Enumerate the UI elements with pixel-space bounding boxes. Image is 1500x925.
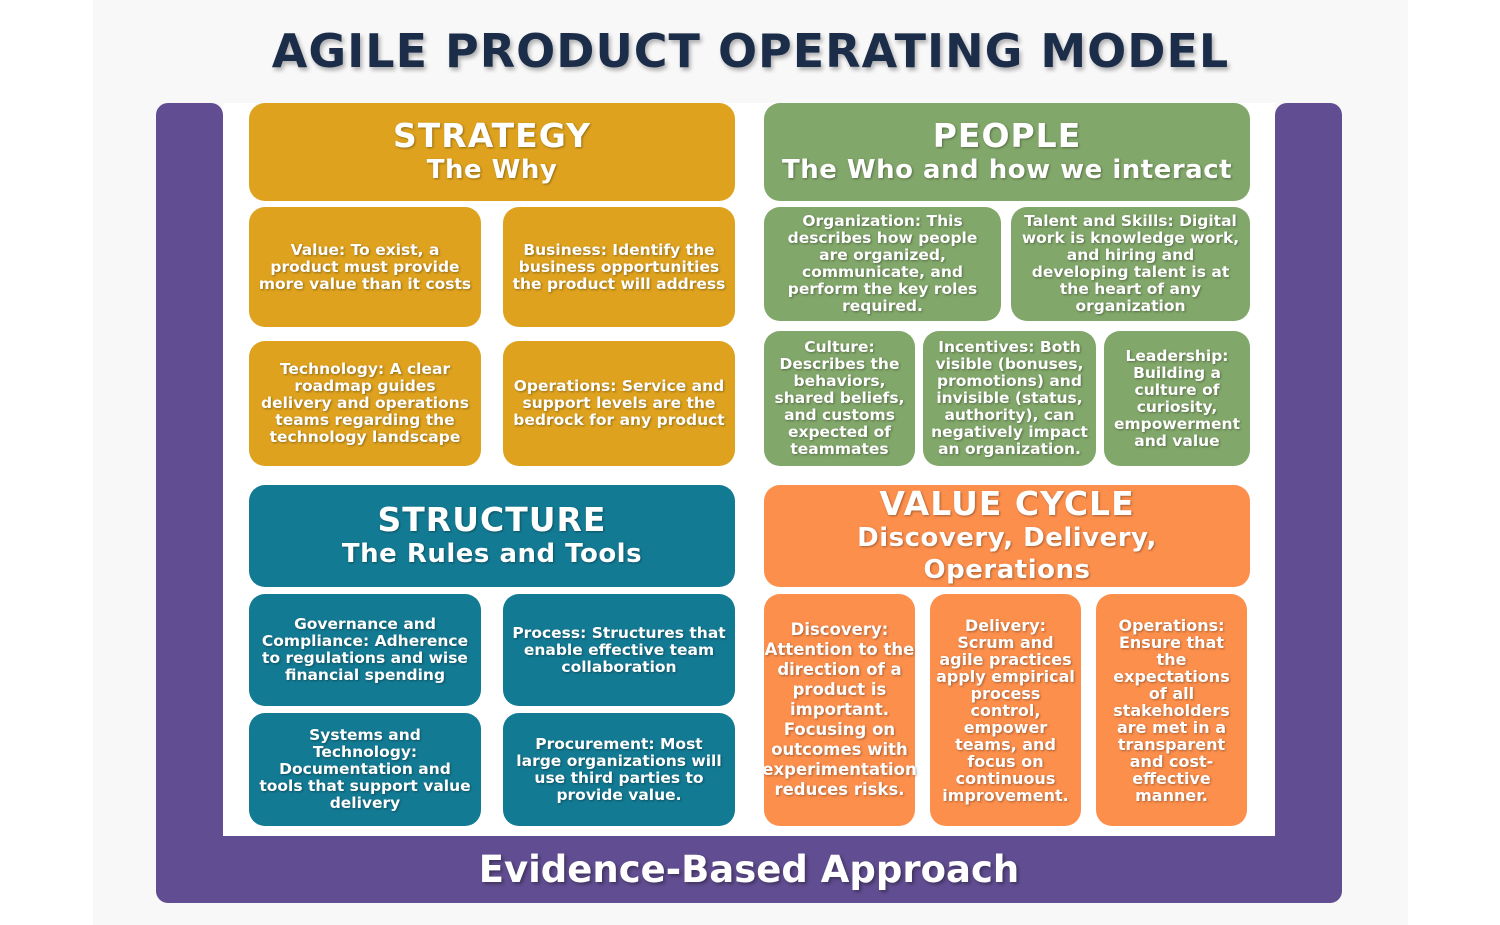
people-header: PEOPLE The Who and how we interact xyxy=(764,103,1250,201)
structure-subtitle: The Rules and Tools xyxy=(341,539,643,569)
strategy-card-technology: Technology: A clear roadmap guides deliv… xyxy=(249,341,481,466)
value-cycle-subtitle: Discovery, Delivery, Operations xyxy=(857,523,1157,585)
value-cycle-card-delivery-text: Delivery: Scrum and agile practices appl… xyxy=(936,615,1075,805)
value-cycle-title: VALUE CYCLE xyxy=(879,484,1135,523)
strategy-title: STRATEGY xyxy=(393,116,591,155)
value-cycle-card-operations: Operations: Ensure that the expectations… xyxy=(1096,594,1247,826)
structure-card-procurement-text: Procurement: Most large organizations wi… xyxy=(516,734,722,804)
evidence-frame-left xyxy=(156,103,223,903)
people-card-leadership: Leadership: Building a culture of curios… xyxy=(1104,331,1250,466)
strategy-card-value-text: Value: To exist, a product must provide … xyxy=(258,240,472,293)
strategy-card-operations: Operations: Service and support levels a… xyxy=(503,341,735,466)
people-card-organization: Organization: This describes how people … xyxy=(764,207,1001,321)
people-card-organization-text: Organization: This describes how people … xyxy=(787,212,978,315)
evidence-frame-right xyxy=(1275,103,1342,903)
value-cycle-card-delivery: Delivery: Scrum and agile practices appl… xyxy=(930,594,1081,826)
strategy-card-technology-text: Technology: A clear roadmap guides deliv… xyxy=(261,360,469,446)
page-title: AGILE PRODUCT OPERATING MODEL xyxy=(271,24,1230,78)
value-cycle-header: VALUE CYCLE Discovery, Delivery, Operati… xyxy=(764,485,1250,587)
people-card-talent: Talent and Skills: Digital work is knowl… xyxy=(1011,207,1250,321)
structure-header: STRUCTURE The Rules and Tools xyxy=(249,485,735,587)
structure-card-process-text: Process: Structures that enable effectiv… xyxy=(512,623,726,676)
strategy-card-operations-text: Operations: Service and support levels a… xyxy=(513,377,725,429)
structure-card-procurement: Procurement: Most large organizations wi… xyxy=(503,713,735,826)
people-card-culture: Culture: Describes the behaviors, shared… xyxy=(764,331,915,466)
people-card-leadership-text: Leadership: Building a culture of curios… xyxy=(1114,346,1240,450)
people-subtitle: The Who and how we interact xyxy=(781,155,1233,185)
strategy-subtitle: The Why xyxy=(426,155,558,185)
people-title: PEOPLE xyxy=(932,116,1082,155)
structure-card-systems-text: Systems and Technology: Documentation an… xyxy=(259,726,471,812)
structure-card-governance: Governance and Compliance: Adherence to … xyxy=(249,594,481,706)
people-card-talent-text: Talent and Skills: Digital work is knowl… xyxy=(1021,212,1240,315)
strategy-card-business: Business: Identify the business opportun… xyxy=(503,207,735,327)
structure-card-governance-text: Governance and Compliance: Adherence to … xyxy=(261,615,469,684)
people-card-culture-text: Culture: Describes the behaviors, shared… xyxy=(774,338,905,458)
value-cycle-card-discovery-text: Discovery: Attention to the direction of… xyxy=(762,620,917,799)
structure-title: STRUCTURE xyxy=(377,500,607,539)
strategy-header: STRATEGY The Why xyxy=(249,103,735,201)
value-cycle-card-discovery: Discovery: Attention to the direction of… xyxy=(762,594,917,826)
strategy-card-value: Value: To exist, a product must provide … xyxy=(249,207,481,327)
strategy-card-business-text: Business: Identify the business opportun… xyxy=(512,240,726,293)
people-card-incentives-text: Incentives: Both visible (bonuses, promo… xyxy=(931,338,1088,458)
people-card-incentives: Incentives: Both visible (bonuses, promo… xyxy=(923,331,1096,466)
structure-card-process: Process: Structures that enable effectiv… xyxy=(503,594,735,706)
structure-card-systems: Systems and Technology: Documentation an… xyxy=(249,713,481,826)
value-cycle-card-operations-text: Operations: Ensure that the expectations… xyxy=(1113,615,1230,805)
evidence-based-approach-bar: Evidence-Based Approach xyxy=(156,836,1342,903)
